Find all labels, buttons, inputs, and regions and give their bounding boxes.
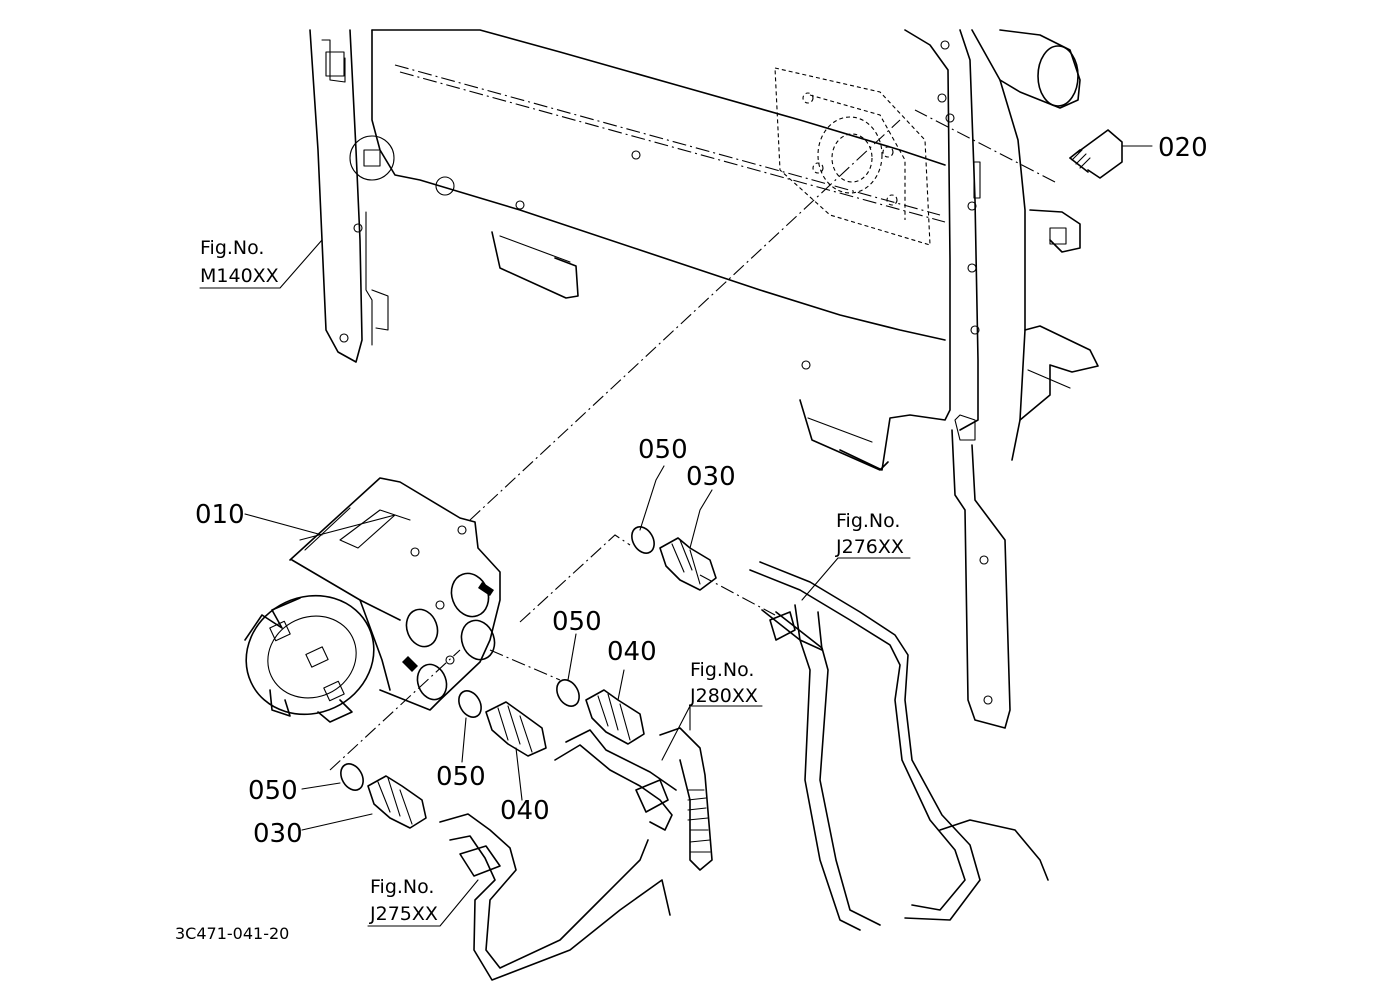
part-label-050-lower: 050 xyxy=(436,762,486,792)
bolt-020-drawing xyxy=(1069,129,1123,179)
fig-ref-m140-prefix: Fig.No. xyxy=(200,237,264,259)
part-label-050-mid: 050 xyxy=(552,607,602,637)
fig-ref-m140-code: M140XX xyxy=(200,265,279,287)
part-label-020: 020 xyxy=(1158,133,1208,163)
part-label-030-left: 030 xyxy=(253,819,303,849)
part-label-050-left: 050 xyxy=(248,776,298,806)
fig-ref-j275-code: J275XX xyxy=(369,903,438,925)
drawing-code: 3C471-041-20 xyxy=(175,924,289,943)
part-label-010: 010 xyxy=(195,500,245,530)
fig-ref-j275-prefix: Fig.No. xyxy=(370,876,434,898)
fittings-drawing xyxy=(340,526,717,829)
fig-ref-j280-prefix: Fig.No. xyxy=(690,659,754,681)
label-leaders xyxy=(199,145,1153,927)
part-label-030-top: 030 xyxy=(686,462,736,492)
fig-ref-j276-code: J276XX xyxy=(835,536,904,558)
fig-ref-j280-code: J280XX xyxy=(689,685,758,707)
part-labels: 010 020 050 030 050 040 050 040 050 030 xyxy=(195,133,1208,849)
part-label-040-right: 040 xyxy=(607,637,657,667)
frame-drawing xyxy=(309,29,1099,729)
part-label-040-lower: 040 xyxy=(500,796,550,826)
hoses-drawing xyxy=(439,561,1049,981)
motor-010-drawing xyxy=(244,477,501,723)
fig-ref-j276-prefix: Fig.No. xyxy=(836,510,900,532)
assembly-center-lines xyxy=(329,109,1056,771)
part-label-050-top: 050 xyxy=(638,435,688,465)
figure-references: Fig.No. M140XX Fig.No. J276XX Fig.No. J2… xyxy=(200,237,904,925)
